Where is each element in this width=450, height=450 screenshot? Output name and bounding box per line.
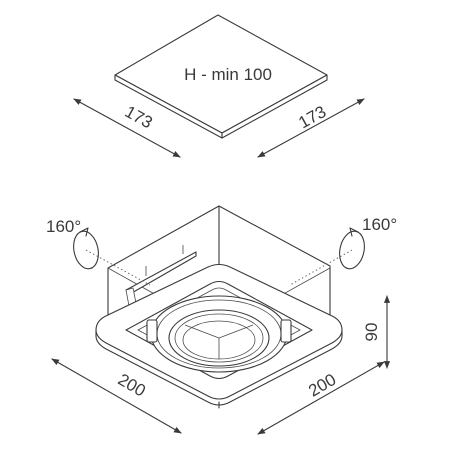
cutout-dim-right-text: 173 [295, 102, 329, 132]
width-dim-left-text: 200 [115, 370, 149, 401]
width-dimension-right: 200 [257, 361, 385, 435]
rotation-left-label: 160° [46, 217, 81, 236]
rotation-right-label: 160° [362, 215, 397, 234]
height-dim-text: 90 [362, 323, 381, 342]
height-dimension: 90 [362, 295, 391, 369]
cutout-height-label: H - min 100 [184, 65, 272, 84]
rotation-left: 160° [46, 217, 151, 286]
cutout-dimension-left: 173 [73, 98, 181, 158]
width-dim-right-text: 200 [305, 370, 339, 401]
fixture-lamp [146, 295, 292, 373]
rotation-right: 160° [289, 215, 397, 286]
